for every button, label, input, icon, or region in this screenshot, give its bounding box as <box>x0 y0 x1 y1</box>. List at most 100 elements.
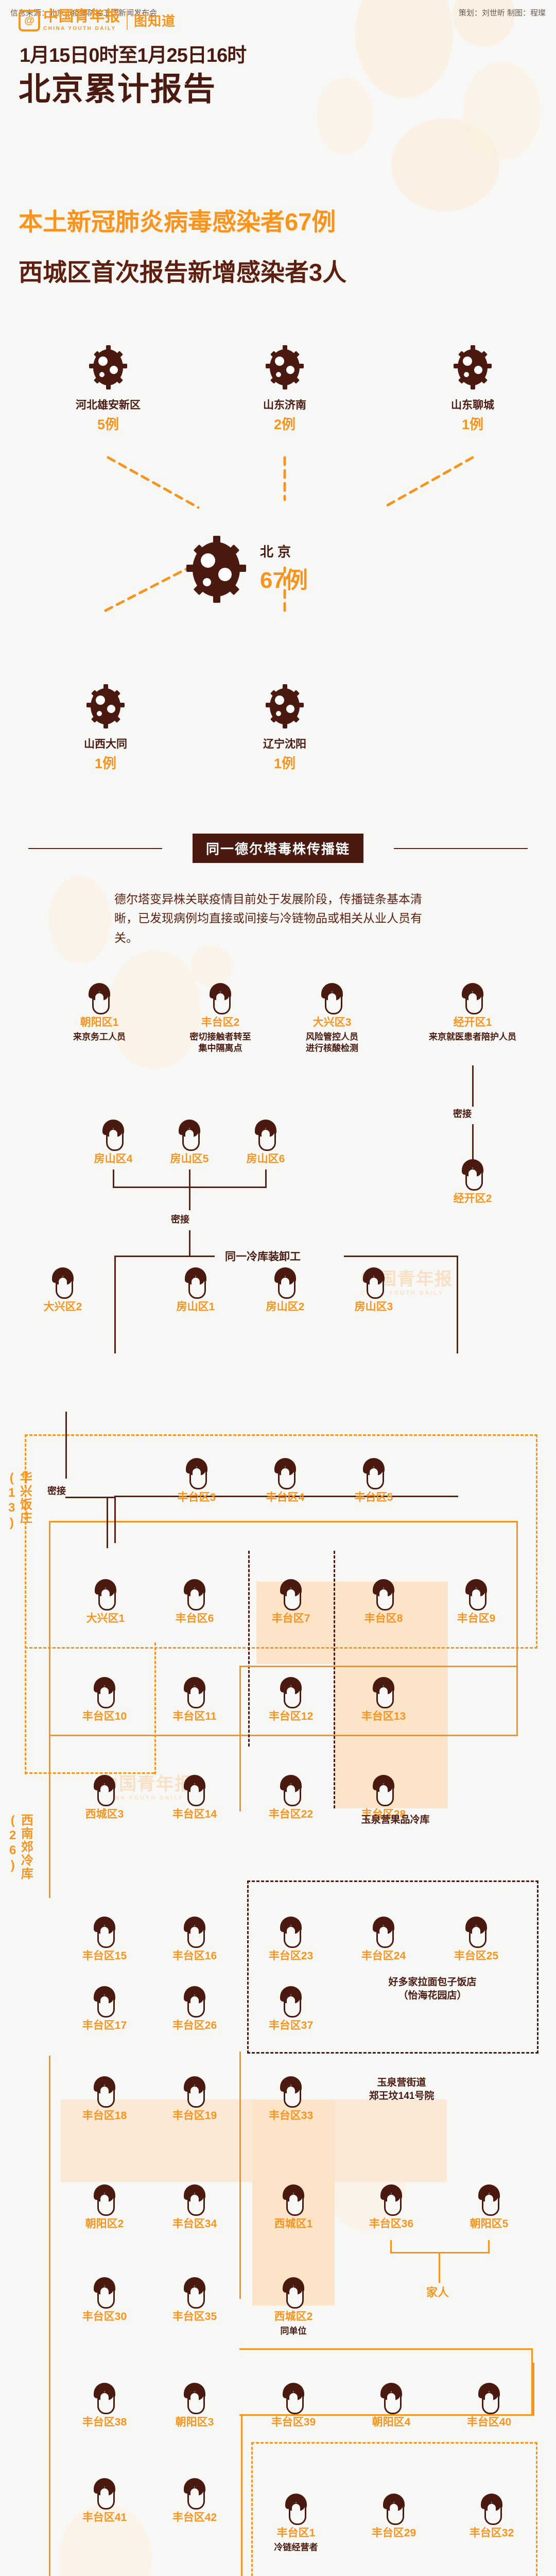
map-node: 山东济南 2例 <box>233 345 336 433</box>
chain-node-label: 丰台区15 <box>82 1950 127 1962</box>
map-node-count: 2例 <box>273 417 296 432</box>
watermark-cn: 中国青年报 <box>100 1774 193 1794</box>
brand-name-en: CHINA YOUTH DAILY <box>43 26 116 31</box>
chain-dashed-column <box>248 1551 250 1747</box>
chain-node: 房山区1 <box>160 1267 232 1314</box>
connector-vertical <box>107 1497 108 1548</box>
chain-node-label: 丰台区30 <box>82 2311 127 2323</box>
connector-vertical <box>189 1187 190 1210</box>
chain-node-label: 房山区6 <box>246 1153 285 1165</box>
person-icon <box>283 2383 304 2414</box>
person-icon <box>184 1775 205 1806</box>
person-icon <box>363 1458 385 1489</box>
chain-group-xinanjiao <box>49 1733 50 1898</box>
chain-node: 丰台区16 <box>159 1917 231 1963</box>
chain-node: 丰台区30 <box>68 2277 141 2324</box>
edge-label-same-unit: 同单位 <box>280 2326 307 2336</box>
person-icon <box>185 1267 206 1299</box>
person-icon <box>280 1677 302 1708</box>
chain-node-label: 朝阳区5 <box>470 2218 509 2230</box>
connector-vertical <box>114 1497 116 1543</box>
person-icon <box>481 2494 502 2525</box>
person-icon <box>94 2076 115 2108</box>
chain-node: 丰台区9 <box>440 1579 512 1625</box>
bg-virus-blob <box>190 945 232 987</box>
chain-node: 大兴区2 <box>27 1267 99 1314</box>
chain-node: 丰台区10 <box>68 1677 141 1723</box>
edge-label-family: 家人 <box>426 2286 449 2299</box>
chain-node-label: 西城区2 <box>274 2311 313 2323</box>
chain-column-divider <box>239 2052 241 2299</box>
connector-vertical <box>531 2348 533 2415</box>
chain-group-yuquanying212 <box>49 2056 50 2576</box>
connector-vertical <box>113 1170 114 1188</box>
chain-dashed-group-haoduojia <box>247 1880 538 2054</box>
virus-icon <box>88 345 128 394</box>
chain-node-label: 丰台区3 <box>177 1492 216 1503</box>
chain-node-label: 丰台区26 <box>172 2020 217 2031</box>
map-node-name: 山西大同 <box>84 738 127 750</box>
map-node-name: 辽宁沈阳 <box>263 738 306 750</box>
chain-node-label: 经开区1 <box>453 1016 492 1028</box>
person-icon <box>465 1579 487 1611</box>
chain-node-label: 丰台区29 <box>371 2527 416 2539</box>
chain-node: 丰台区4 <box>249 1458 321 1504</box>
chain-node-label: 大兴区1 <box>86 1613 125 1624</box>
chain-node-label: 房山区5 <box>170 1153 209 1165</box>
divider-right <box>394 848 528 849</box>
chain-node-label: 丰台区42 <box>172 2512 217 2523</box>
person-icon <box>280 1986 302 2018</box>
chain-node-label: 朝阳区4 <box>372 2416 411 2428</box>
connector-horizontal <box>114 1496 458 1497</box>
chain-node: 房山区5 <box>153 1120 225 1166</box>
chain-node: 丰台区22 <box>255 1775 327 1821</box>
connector-vertical <box>65 1412 67 1479</box>
bg-virus-blob <box>317 77 373 155</box>
chain-node: 丰台区5 <box>338 1458 410 1504</box>
person-icon <box>186 1458 207 1489</box>
chain-node: 大兴区3 风险管控人员 进行核酸检测 <box>296 983 368 1055</box>
map-node: 辽宁沈阳 1例 <box>233 684 336 772</box>
connector-horizontal <box>65 1497 116 1498</box>
map-node-count: 1例 <box>94 756 117 771</box>
chain-node: 丰台区3 <box>161 1458 233 1504</box>
chain-node-label: 丰台区22 <box>268 1808 314 1820</box>
map-node-center <box>183 536 250 609</box>
person-icon <box>373 1677 394 1708</box>
chain-node: 房山区6 <box>230 1120 302 1166</box>
person-icon <box>373 1917 394 1948</box>
chain-node: 丰台区13 <box>348 1677 420 1723</box>
person-icon <box>94 1986 115 2018</box>
chain-node-label: 西城区1 <box>274 2218 313 2230</box>
divider-left <box>28 848 162 849</box>
chain-node: 丰台区35 <box>159 2277 231 2324</box>
chain-node: 丰台区11 <box>159 1677 231 1723</box>
chain-node-label: 丰台区12 <box>268 1710 314 1722</box>
person-icon <box>285 2494 307 2525</box>
chain-node: 丰台区28 <box>348 1775 420 1821</box>
chain-node-label: 丰台区7 <box>271 1613 310 1624</box>
person-icon <box>94 2478 115 2510</box>
chain-node: 丰台区15 <box>68 1917 141 1963</box>
person-icon <box>478 2383 500 2414</box>
chain-node: 丰台区26 <box>159 1986 231 2032</box>
person-icon <box>283 2184 304 2216</box>
footer-source: 信息来源：北京市疫情防控工作新闻发布会 <box>10 9 158 18</box>
group-label-xinanjiao: 西南郊冷库 (26) <box>6 1814 33 1880</box>
edge-label-close-contact: 密接 <box>453 1109 472 1119</box>
person-icon <box>373 1775 394 1806</box>
chain-node-label: 丰台区18 <box>82 2110 127 2122</box>
chain-dashed-subgroup <box>25 1646 26 1774</box>
chain-node-sub: 来京就医患者陪护人员 <box>429 1032 516 1042</box>
bg-virus-blob <box>108 951 201 1069</box>
map-node: 河北雄安新区 5例 <box>57 345 160 433</box>
chain-node-label: 丰台区14 <box>172 1808 217 1820</box>
chain-dashed-column <box>334 1551 335 1808</box>
person-icon <box>465 1917 487 1948</box>
chain-node-label: 丰台区1 <box>276 2527 316 2539</box>
chain-node-label: 大兴区3 <box>312 1016 352 1028</box>
chain-group-212yard <box>49 2414 242 2576</box>
chain-node-label: 丰台区32 <box>469 2527 514 2539</box>
tag-yuquanying-coldstore: 玉泉营果品冷库 <box>361 1815 430 1825</box>
chain-node: 丰台区12 <box>255 1677 327 1723</box>
